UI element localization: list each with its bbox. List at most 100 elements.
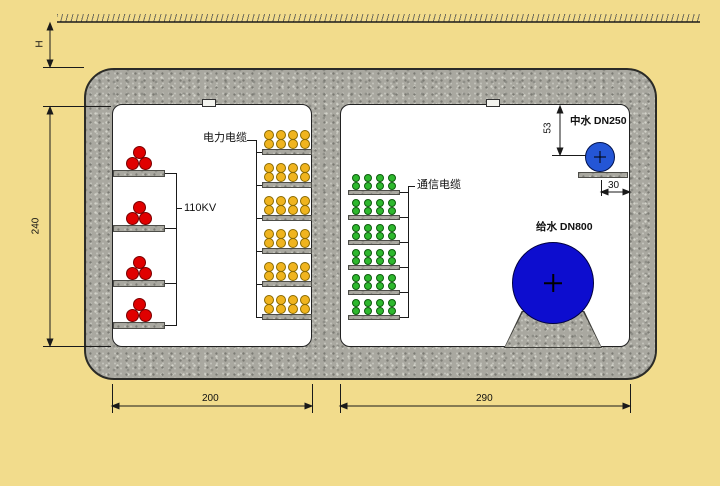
comm-cable [376, 249, 384, 257]
power-cable-shelf [262, 149, 312, 155]
joint-notch-right [486, 99, 500, 107]
power-cable [288, 205, 298, 215]
power-cable [276, 238, 286, 248]
comm-cable [376, 307, 384, 315]
comm-cable [376, 299, 384, 307]
comm-cable [352, 299, 360, 307]
comm-cable-label: 通信电缆 [417, 179, 461, 191]
hv-cable-bracket [113, 170, 165, 177]
comm-cable [352, 249, 360, 257]
dim-right-chamber-width: 290 [476, 393, 493, 404]
comm-cable [364, 274, 372, 282]
power-cable [276, 205, 286, 215]
dim-left-chamber-width: 200 [202, 393, 219, 404]
water-supply-label: 给水 DN800 [536, 221, 593, 233]
power-cable [300, 238, 310, 248]
comm-cable [388, 307, 396, 315]
dim-reclaimed-top-offset: 53 [542, 122, 554, 134]
power-cable [300, 172, 310, 182]
hv-cable [126, 309, 139, 322]
power-cable [264, 271, 274, 281]
comm-cable-shelf [348, 290, 400, 295]
power-cable [276, 271, 286, 281]
power-cable [288, 172, 298, 182]
comm-cable [352, 182, 360, 190]
comm-cable [352, 282, 360, 290]
power-cable [300, 139, 310, 149]
power-cable [288, 304, 298, 314]
power-cable [276, 304, 286, 314]
power-cable [264, 205, 274, 215]
power-cable [300, 271, 310, 281]
comm-cable [376, 282, 384, 290]
hv-voltage-label: 110KV [184, 202, 217, 214]
comm-cable [364, 282, 372, 290]
comm-cable [376, 274, 384, 282]
comm-cable [364, 257, 372, 265]
comm-cable [352, 224, 360, 232]
comm-cable [388, 199, 396, 207]
dim-inner-height: 240 [30, 217, 42, 235]
comm-cable [376, 174, 384, 182]
hv-cable-bracket [113, 322, 165, 329]
comm-cable [388, 174, 396, 182]
comm-cable [376, 199, 384, 207]
comm-cable-shelf [348, 190, 400, 195]
ground-hatch [57, 14, 700, 22]
comm-cable [352, 257, 360, 265]
power-cable [288, 271, 298, 281]
comm-cable [352, 274, 360, 282]
comm-cable [352, 232, 360, 240]
comm-cable-shelf [348, 315, 400, 320]
comm-cable [388, 274, 396, 282]
hv-cable [139, 267, 152, 280]
power-cable [276, 139, 286, 149]
comm-cable [352, 174, 360, 182]
comm-cable [364, 199, 372, 207]
comm-cable [388, 299, 396, 307]
comm-cable [352, 207, 360, 215]
hv-cable [139, 212, 152, 225]
comm-cable [364, 174, 372, 182]
joint-notch-left [202, 99, 216, 107]
comm-cable-shelf [348, 215, 400, 220]
comm-cable [376, 232, 384, 240]
dim-cover-depth: H [34, 40, 46, 48]
reclaimed-water-label: 中水 DN250 [570, 115, 627, 127]
comm-cable [364, 207, 372, 215]
comm-cable [364, 249, 372, 257]
comm-cable [376, 257, 384, 265]
comm-cable [388, 207, 396, 215]
power-cable [264, 304, 274, 314]
comm-cable-shelf [348, 265, 400, 270]
comm-cable [376, 182, 384, 190]
power-cable-shelf [262, 314, 312, 320]
comm-cable [388, 249, 396, 257]
water-supply-pipe [512, 242, 594, 324]
power-cable [264, 172, 274, 182]
comm-cable [352, 307, 360, 315]
reclaimed-water-pipe [585, 142, 615, 172]
hv-cable [139, 309, 152, 322]
power-cable [264, 238, 274, 248]
comm-cable [364, 232, 372, 240]
power-cable-shelf [262, 281, 312, 287]
power-cable-shelf [262, 248, 312, 254]
hv-cable-bracket [113, 225, 165, 232]
power-cable-shelf [262, 182, 312, 188]
dim-reclaimed-side-offset: 30 [608, 180, 620, 191]
power-cable [264, 139, 274, 149]
comm-cable [364, 299, 372, 307]
hv-cable [126, 212, 139, 225]
power-cable-label: 电力电缆 [203, 132, 247, 144]
power-cable-shelf [262, 215, 312, 221]
power-cable [288, 238, 298, 248]
power-cable [300, 304, 310, 314]
comm-cable [376, 207, 384, 215]
power-cable [276, 172, 286, 182]
comm-cable [388, 257, 396, 265]
hv-cable [139, 157, 152, 170]
power-cable [300, 205, 310, 215]
comm-cable [388, 182, 396, 190]
